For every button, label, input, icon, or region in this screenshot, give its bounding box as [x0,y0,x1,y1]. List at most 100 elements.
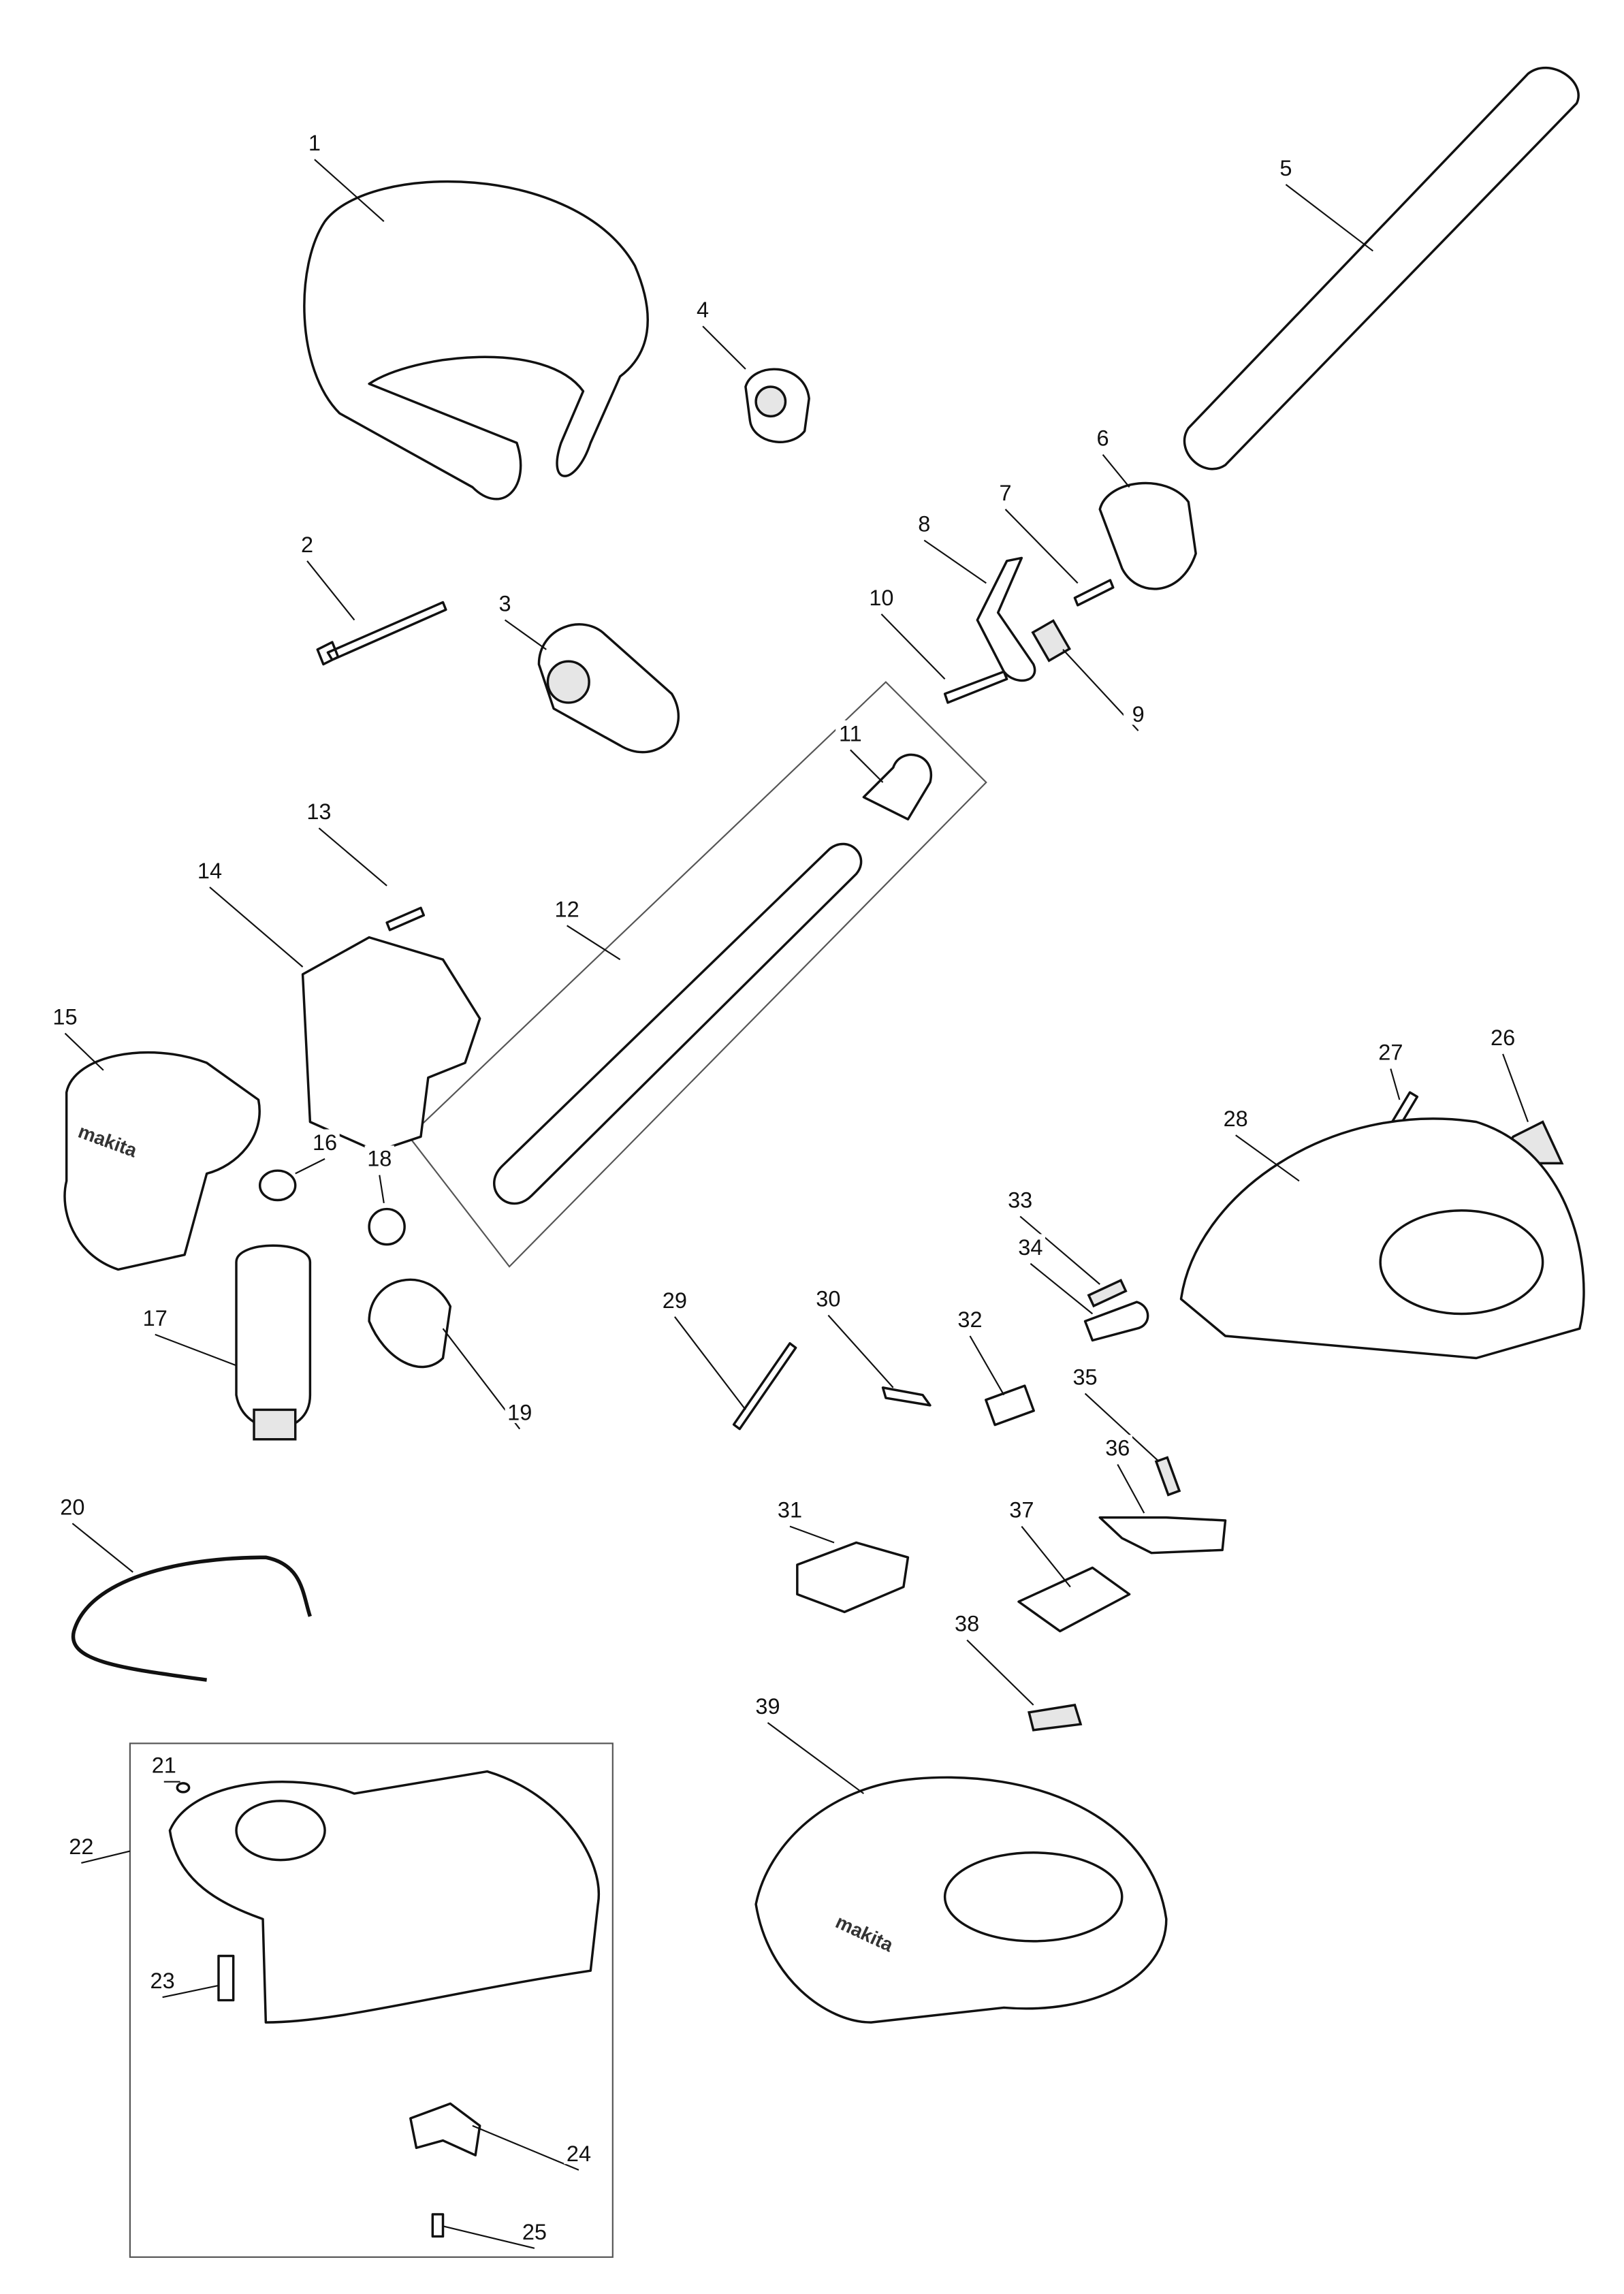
leader-line-27 [1390,1068,1401,1100]
part-30-terminal [881,1386,932,1407]
part-32-switch [985,1384,1035,1427]
callout-bg-9 [1123,701,1153,725]
callout-bg-12 [552,895,582,920]
part-12-shaft [493,842,863,1205]
leader-line-38 [966,1639,1034,1706]
callout-bg-10 [866,584,897,609]
part-8-lever [976,556,1036,682]
leader-line-6 [1102,454,1130,488]
part-9-spring [1031,619,1072,663]
leader-line-4 [702,325,746,370]
callout-label-6: 6 [1097,426,1109,451]
callout-bg-14 [195,857,225,882]
callout-label-10: 10 [869,586,893,610]
callout-bg-22 [66,1833,97,1858]
leader-line-18 [379,1175,385,1204]
callout-bg-23 [147,1967,178,1992]
callout-label-28: 28 [1224,1106,1248,1131]
callout-label-12: 12 [555,897,579,921]
callout-bg-35 [1070,1364,1100,1388]
part-20-wire-guard [71,1555,312,1682]
callout-label-38: 38 [955,1612,979,1636]
callout-label-30: 30 [816,1287,840,1311]
callout-label-13: 13 [306,799,331,824]
leader-line-1 [314,159,385,223]
leader-line-39 [767,1722,865,1794]
part-29-tube [732,1342,797,1431]
callout-label-29: 29 [663,1288,687,1313]
leader-line-23 [162,1984,219,1998]
leader-line-30 [827,1314,894,1388]
leader-line-14 [209,887,304,968]
callout-label-18: 18 [367,1147,392,1171]
callout-bg-32 [955,1306,985,1331]
leader-line-35 [1084,1392,1160,1463]
part-17-motor-base [253,1408,297,1441]
callout-label-1: 1 [308,131,321,155]
leader-line-3 [504,619,547,650]
callout-label-33: 33 [1008,1188,1032,1212]
callout-label-4: 4 [697,298,709,322]
callout-label-31: 31 [778,1498,802,1523]
callout-bg-5 [1271,155,1301,179]
callout-bg-19 [505,1399,535,1423]
part-10-bolt [943,670,1008,704]
leader-line-36 [1117,1464,1145,1514]
callout-bg-3 [490,590,520,614]
part-3-knob-face [546,660,590,704]
leader-line-29 [674,1316,746,1411]
leader-line-7 [1004,509,1079,584]
callout-bg-33 [1005,1187,1035,1211]
callout-label-16: 16 [313,1130,337,1155]
callout-label-35: 35 [1072,1365,1097,1390]
part-28-grip-opening [1379,1209,1544,1316]
part-17-motor [235,1244,312,1430]
leader-line-2 [306,560,355,621]
callout-bg-15 [50,1004,80,1027]
leader-line-8 [923,539,987,584]
part-23-screw [217,1954,235,2002]
callout-label-26: 26 [1491,1025,1515,1050]
leader-line-37 [1021,1525,1071,1588]
part-19-gear-housing [368,1278,452,1369]
callout-bg-8 [909,511,939,535]
part-5-tube [1183,66,1580,471]
callout-label-14: 14 [197,859,222,883]
callout-label-19: 19 [507,1401,532,1425]
leader-line-28 [1235,1134,1300,1182]
leader-line-33 [1019,1215,1100,1285]
callout-bg-7 [990,479,1021,504]
part-35-spring [1154,1456,1181,1497]
callout-label-22: 22 [69,1834,93,1859]
part-25-screw [431,2213,445,2238]
callout-bg-27 [1375,1039,1406,1063]
part-2-bolt [316,601,447,666]
part-24-plate [409,2102,481,2156]
part-7-screw [1073,579,1115,607]
callout-bg-28 [1221,1105,1251,1130]
part-3-clamp [537,623,680,754]
callout-bg-20 [57,1493,88,1518]
callout-label-37: 37 [1009,1498,1034,1523]
callout-label-34: 34 [1018,1235,1042,1260]
callout-bg-17 [140,1305,170,1329]
part-11-bracket [862,753,933,821]
callout-bg-36 [1102,1435,1132,1459]
callout-bg-34 [1015,1234,1046,1258]
leader-line-16 [295,1158,325,1175]
callout-label-15: 15 [52,1005,77,1030]
callout-bg-26 [1488,1024,1518,1049]
leader-line-13 [318,827,387,887]
callout-bg-24 [564,2140,594,2165]
group-box-guard [129,1742,614,2258]
callout-label-24: 24 [567,2141,591,2166]
callout-bg-30 [813,1286,844,1309]
part-18-bearing [368,1207,406,1246]
part-33-spring [1087,1278,1128,1308]
part-4-knob-face [754,385,787,418]
callout-bg-29 [660,1287,690,1311]
leader-line-32 [969,1335,1005,1396]
leader-line-24 [472,2124,579,2171]
leader-line-22 [81,1850,131,1864]
